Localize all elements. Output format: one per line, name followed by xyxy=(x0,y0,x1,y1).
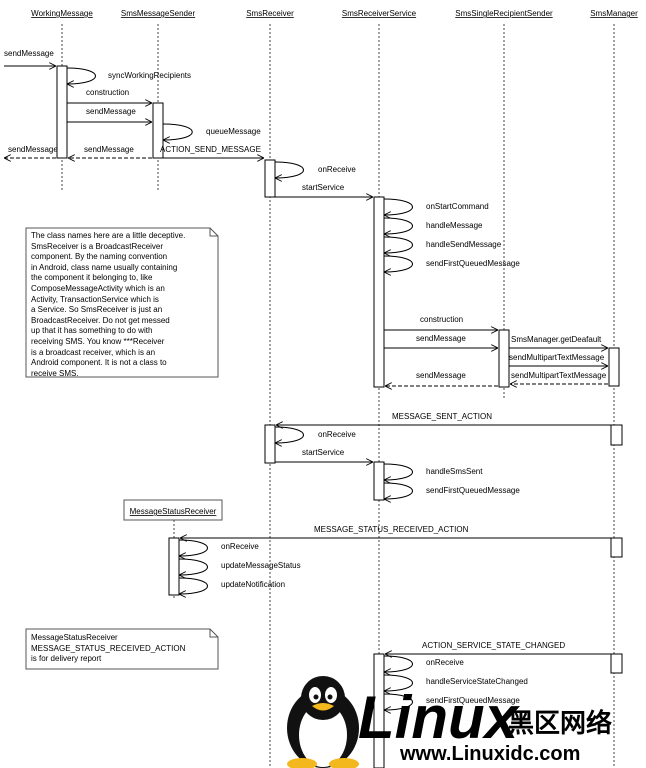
message-label: MESSAGE_STATUS_RECEIVED_ACTION xyxy=(314,525,469,534)
message-label: updateNotification xyxy=(221,580,285,589)
participant-label: WorkingMessage xyxy=(31,9,93,18)
self-call-arrow xyxy=(384,674,413,691)
activation-sms-manager xyxy=(610,653,623,674)
linux-logo-watermark: Linux xyxy=(358,684,521,751)
participant-sms-receiver-service: SmsReceiverService xyxy=(342,9,417,18)
activation-sms-message-sender xyxy=(152,102,164,159)
participant-sms-receiver: SmsReceiver xyxy=(246,9,294,18)
message-label: startService xyxy=(302,448,345,457)
self-call-arrow xyxy=(384,255,413,272)
self-call-arrow xyxy=(384,693,413,710)
participant-label: MessageStatusReceiver xyxy=(130,507,217,516)
activation-sms-manager xyxy=(610,424,623,446)
note-delivery-report: MessageStatusReceiver MESSAGE_STATUS_REC… xyxy=(31,633,186,664)
self-call-arrow xyxy=(179,558,208,575)
message-label: onReceive xyxy=(221,542,259,551)
activation-sms-single-recipient-sender xyxy=(498,329,510,388)
activation-working-message xyxy=(56,65,68,159)
message-label: sendMessage xyxy=(8,145,58,154)
participant-label: SmsReceiverService xyxy=(342,9,417,18)
note-class-names: The class names here are a little decept… xyxy=(31,231,186,378)
message-label: construction xyxy=(420,315,463,324)
message-label: ACTION_SEND_MESSAGE xyxy=(160,145,261,154)
participant-sms-single-recipient-sender: SmsSingleRecipientSender xyxy=(455,9,553,18)
message-label: updateMessageStatus xyxy=(221,561,301,570)
message-label: sendMessage xyxy=(86,107,136,116)
participant-sms-manager: SmsManager xyxy=(590,9,638,18)
message-label: sendFirstQueuedMessage xyxy=(426,696,520,705)
message-label: handleSendMessage xyxy=(426,240,502,249)
svg-text:www.Linuxidc.com: www.Linuxidc.com xyxy=(399,743,580,765)
message-label: syncWorkingRecipients xyxy=(108,71,191,80)
message-label: handleMessage xyxy=(426,221,483,230)
message-label: sendMessage xyxy=(84,145,134,154)
message-label: handleServiceStateChanged xyxy=(426,677,528,686)
self-call-arrow xyxy=(179,539,208,556)
message-label: SmsManager.getDeafault xyxy=(511,335,602,344)
message-label: sendFirstQueuedMessage xyxy=(426,486,520,495)
message-label: handleSmsSent xyxy=(426,467,483,476)
message-label: sendFirstQueuedMessage xyxy=(426,259,520,268)
message-label: onStartCommand xyxy=(426,202,489,211)
note-delivery-report-box xyxy=(25,628,219,670)
participant-working-message: WorkingMessage xyxy=(31,9,93,18)
activation-message-status-receiver xyxy=(168,537,180,596)
participant-label: SmsReceiver xyxy=(246,9,294,18)
note-fold xyxy=(209,228,218,237)
message-label: onReceive xyxy=(426,658,464,667)
message-label: sendMessage xyxy=(416,334,466,343)
svg-text:Linux: Linux xyxy=(358,684,521,751)
cn-brand-watermark: 黑区网络 xyxy=(508,708,612,739)
activation-sms-manager xyxy=(608,347,620,387)
self-call-arrow xyxy=(275,426,304,443)
message-label: ACTION_SERVICE_STATE_CHANGED xyxy=(422,641,565,650)
self-call-arrow xyxy=(163,123,193,140)
url-watermark: www.Linuxidc.com xyxy=(399,743,580,765)
self-call-arrow xyxy=(179,577,208,594)
message-label: construction xyxy=(86,88,129,97)
self-call-arrow xyxy=(275,161,304,178)
participant-sms-message-sender: SmsMessageSender xyxy=(121,9,196,18)
activation-sms-receiver xyxy=(264,159,276,198)
message-label: startService xyxy=(302,183,345,192)
message-label: sendMultipartTextMessage xyxy=(509,353,605,362)
self-call-arrow xyxy=(384,217,413,234)
activation-sms-manager xyxy=(610,537,623,558)
message-label: onReceive xyxy=(318,430,356,439)
self-call-arrow xyxy=(384,482,413,499)
self-call-arrow xyxy=(384,655,413,672)
message-label: sendMessage xyxy=(4,49,54,58)
self-call-arrow xyxy=(384,236,413,253)
participant-label: SmsSingleRecipientSender xyxy=(455,9,553,18)
note-class-names-box xyxy=(25,227,219,378)
activation-sms-receiver xyxy=(264,424,276,464)
message-label: queueMessage xyxy=(206,127,261,136)
participant-message-status-receiver-box xyxy=(123,499,223,521)
self-call-arrow xyxy=(384,463,413,480)
penguin-mascot-icon xyxy=(287,676,359,768)
message-label: sendMultipartTextMessage xyxy=(511,371,607,380)
message-label: sendMessage xyxy=(416,371,466,380)
self-call-arrow xyxy=(384,198,413,215)
message-label: MESSAGE_SENT_ACTION xyxy=(392,412,492,421)
note-fold xyxy=(209,629,218,638)
svg-text:黑区网络: 黑区网络 xyxy=(508,708,612,739)
participant-label: SmsManager xyxy=(590,9,638,18)
participant-label: SmsMessageSender xyxy=(121,9,196,18)
message-label: onReceive xyxy=(318,165,356,174)
activation-sms-receiver-service xyxy=(373,461,385,501)
self-call-arrow xyxy=(67,67,96,84)
activation-sms-receiver-service xyxy=(373,196,385,388)
